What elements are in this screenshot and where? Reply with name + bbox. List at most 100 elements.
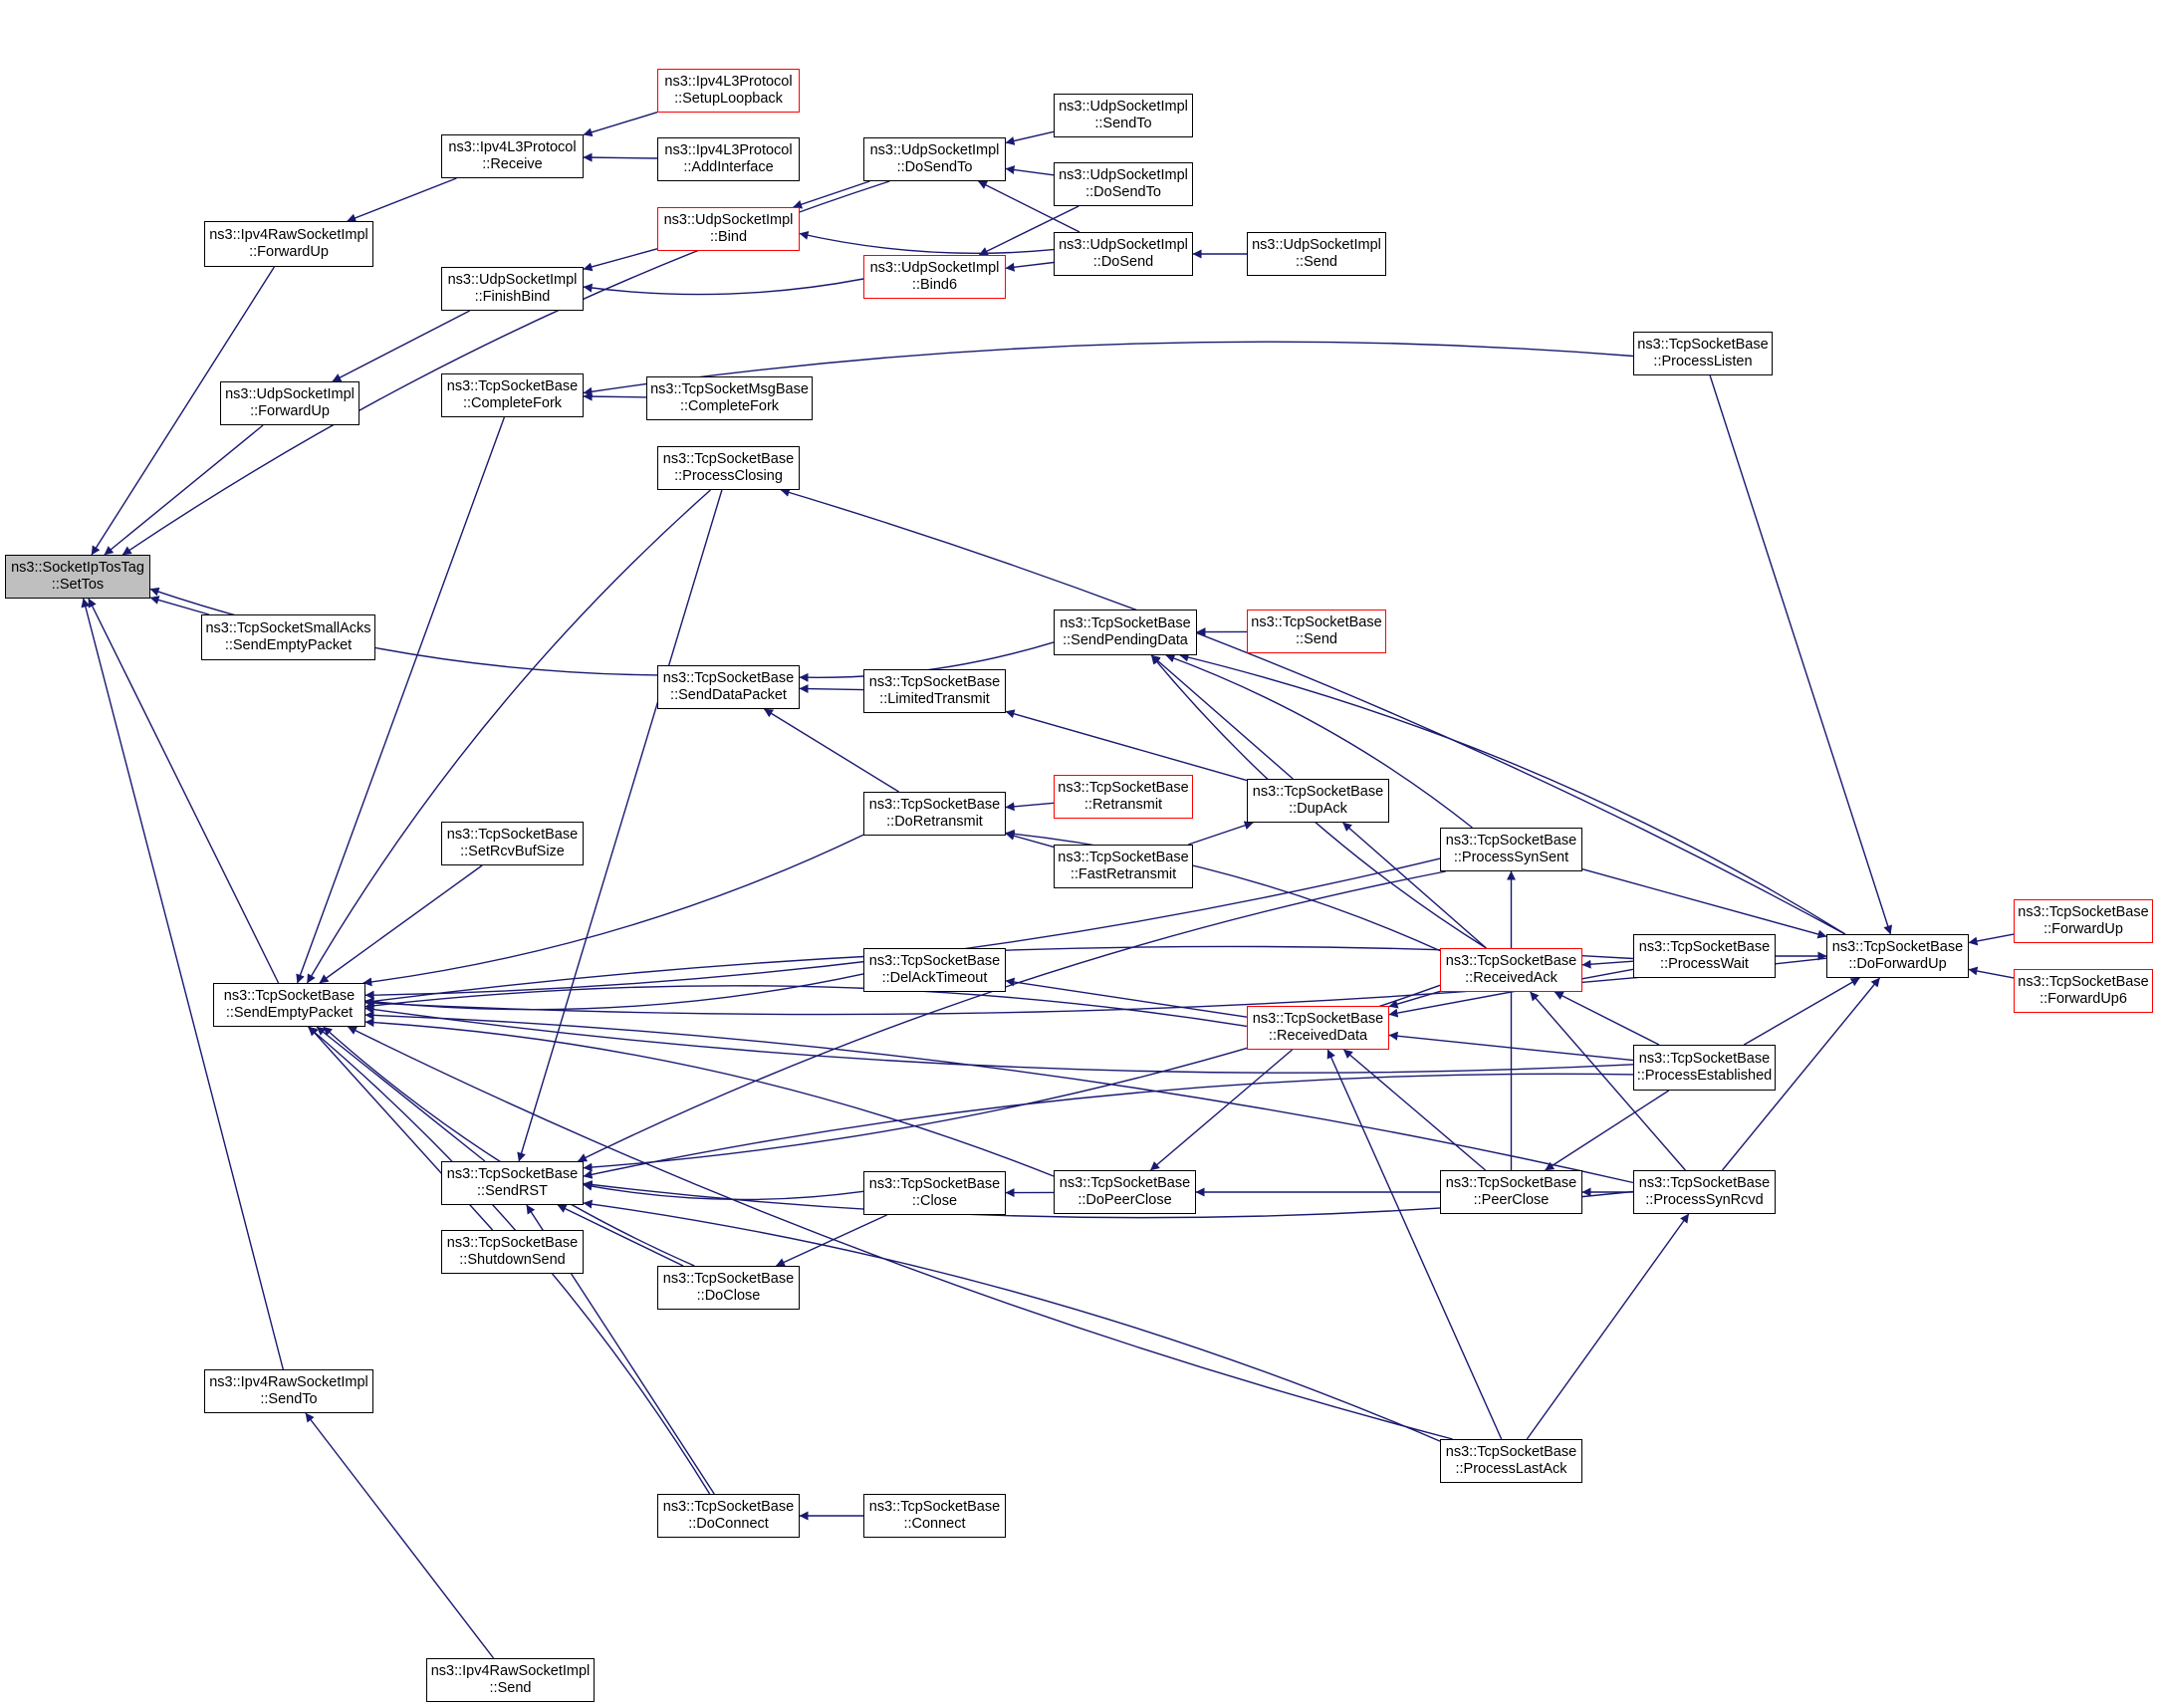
edge-dofwd-to-sep bbox=[364, 957, 1827, 1016]
node-connect[interactable]: ns3::TcpSocketBase::Connect bbox=[863, 1494, 1006, 1538]
edge-rack-to-rdata bbox=[1388, 990, 1441, 1009]
edge-tcp_fwd6-to-dofwd bbox=[1968, 966, 2015, 979]
node-raw-send[interactable]: ns3::Ipv4RawSocketImpl::Send bbox=[426, 1658, 595, 1702]
node-class-label: ns3::TcpSocketBase bbox=[868, 674, 1001, 690]
node-doretx[interactable]: ns3::TcpSocketBase::DoRetransmit bbox=[863, 792, 1006, 836]
node-doclose[interactable]: ns3::TcpSocketBase::DoClose bbox=[657, 1266, 800, 1310]
node-class-label: ns3::Ipv4RawSocketImpl bbox=[209, 1374, 368, 1390]
node-listen[interactable]: ns3::TcpSocketBase::ProcessListen bbox=[1633, 332, 1773, 375]
node-udp-fbind[interactable]: ns3::UdpSocketImpl::FinishBind bbox=[441, 267, 584, 311]
node-raw-sendto[interactable]: ns3::Ipv4RawSocketImpl::SendTo bbox=[204, 1369, 373, 1413]
node-method-label: ::SetRcvBufSize bbox=[460, 844, 565, 859]
node-estab[interactable]: ns3::TcpSocketBase::ProcessEstablished bbox=[1633, 1045, 1776, 1091]
node-class-label: ns3::UdpSocketImpl bbox=[225, 386, 355, 402]
node-l3-recv[interactable]: ns3::Ipv4L3Protocol::Receive bbox=[441, 134, 584, 178]
node-class-label: ns3::TcpSocketBase bbox=[1059, 1175, 1191, 1191]
edge-lastack-to-synrcvd bbox=[1526, 1213, 1690, 1440]
node-rcvbuf[interactable]: ns3::TcpSocketBase::SetRcvBufSize bbox=[441, 822, 584, 865]
node-dofwd[interactable]: ns3::TcpSocketBase::DoForwardUp bbox=[1826, 934, 1969, 978]
node-senddata[interactable]: ns3::TcpSocketBase::SendDataPacket bbox=[657, 665, 800, 709]
edge-pclosing-to-sep bbox=[306, 489, 711, 984]
node-class-label: ns3::SocketIpTosTag bbox=[11, 560, 144, 576]
node-method-label: ::ProcessEstablished bbox=[1636, 1068, 1773, 1084]
node-udp-bind6[interactable]: ns3::UdpSocketImpl::Bind6 bbox=[863, 255, 1006, 299]
node-l3-addif[interactable]: ns3::Ipv4L3Protocol::AddInterface bbox=[657, 137, 800, 181]
edge-udp_sendto-to-udp_dosendto bbox=[1005, 130, 1055, 145]
node-dopeer[interactable]: ns3::TcpSocketBase::DoPeerClose bbox=[1054, 1170, 1196, 1214]
node-method-label: ::ReceivedAck bbox=[1465, 970, 1558, 986]
node-class-label: ns3::TcpSocketBase bbox=[1638, 1051, 1771, 1067]
node-doconnect[interactable]: ns3::TcpSocketBase::DoConnect bbox=[657, 1494, 800, 1538]
edge-synrcvd-to-dofwd bbox=[1721, 977, 1881, 1171]
node-class-label: ns3::TcpSocketBase bbox=[446, 378, 579, 394]
node-udp-fwd[interactable]: ns3::UdpSocketImpl::ForwardUp bbox=[220, 381, 360, 425]
node-msg-cf[interactable]: ns3::TcpSocketMsgBase::CompleteFork bbox=[646, 376, 813, 420]
edge-listen-to-dofwd bbox=[1709, 374, 1893, 935]
edge-udp_dosendto2-to-udp_bind6 bbox=[978, 205, 1080, 256]
node-method-label: ::ForwardUp bbox=[249, 244, 329, 260]
node-retx[interactable]: ns3::TcpSocketBase::Retransmit bbox=[1054, 775, 1193, 819]
node-pclosing[interactable]: ns3::TcpSocketBase::ProcessClosing bbox=[657, 446, 800, 490]
edge-udp_fwd-to-settos bbox=[104, 424, 264, 556]
edge-retx-to-doretx bbox=[1005, 802, 1055, 812]
node-tcp-send[interactable]: ns3::TcpSocketBase::Send bbox=[1247, 610, 1386, 653]
node-class-label: ns3::TcpSocketBase bbox=[868, 1176, 1001, 1192]
edge-dupack-to-spd bbox=[1150, 654, 1294, 780]
node-dupack[interactable]: ns3::TcpSocketBase::DupAck bbox=[1247, 779, 1389, 823]
edge-lastack-to-sep bbox=[347, 1026, 1453, 1440]
node-completefork[interactable]: ns3::TcpSocketBase::CompleteFork bbox=[441, 373, 584, 417]
node-rack[interactable]: ns3::TcpSocketBase::ReceivedAck bbox=[1440, 948, 1582, 992]
node-close[interactable]: ns3::TcpSocketBase::Close bbox=[863, 1171, 1006, 1215]
node-lastack[interactable]: ns3::TcpSocketBase::ProcessLastAck bbox=[1440, 1439, 1582, 1483]
node-class-label: ns3::Ipv4L3Protocol bbox=[448, 139, 577, 155]
node-fretx[interactable]: ns3::TcpSocketBase::FastRetransmit bbox=[1054, 845, 1193, 888]
node-class-label: ns3::TcpSocketBase bbox=[1445, 833, 1577, 849]
node-ltx[interactable]: ns3::TcpSocketBase::LimitedTransmit bbox=[863, 669, 1006, 713]
node-method-label: ::Connect bbox=[903, 1516, 966, 1532]
node-method-label: ::DoConnect bbox=[688, 1516, 769, 1532]
node-spd[interactable]: ns3::TcpSocketBase::SendPendingData bbox=[1054, 610, 1197, 655]
node-raw-fwd[interactable]: ns3::Ipv4RawSocketImpl::ForwardUp bbox=[204, 221, 373, 267]
node-method-label: ::FastRetransmit bbox=[1070, 866, 1177, 882]
node-method-label: ::ProcessListen bbox=[1653, 354, 1753, 369]
node-udp-dosendto2[interactable]: ns3::UdpSocketImpl::DoSendTo bbox=[1054, 162, 1193, 206]
node-synrcvd[interactable]: ns3::TcpSocketBase::ProcessSynRcvd bbox=[1633, 1170, 1776, 1214]
node-udp-dosendto[interactable]: ns3::UdpSocketImpl::DoSendTo bbox=[863, 137, 1006, 181]
edge-estab-to-peerclose bbox=[1545, 1090, 1670, 1171]
node-sep[interactable]: ns3::TcpSocketBase::SendEmptyPacket bbox=[213, 983, 365, 1027]
edge-fretx-to-dupack bbox=[1187, 821, 1254, 846]
node-peerclose[interactable]: ns3::TcpSocketBase::PeerClose bbox=[1440, 1170, 1582, 1214]
node-method-label: ::SendRST bbox=[477, 1183, 548, 1199]
node-shutdown[interactable]: ns3::TcpSocketBase::ShutdownSend bbox=[441, 1230, 584, 1274]
node-class-label: ns3::TcpSocketBase bbox=[1638, 1175, 1771, 1191]
node-l3-loop[interactable]: ns3::Ipv4L3Protocol::SetupLoopback bbox=[657, 69, 800, 113]
node-class-label: ns3::UdpSocketImpl bbox=[1059, 167, 1188, 183]
node-rdata[interactable]: ns3::TcpSocketBase::ReceivedData bbox=[1247, 1006, 1389, 1050]
node-small-sep[interactable]: ns3::TcpSocketSmallAcks::SendEmptyPacket bbox=[201, 614, 375, 660]
edge-dopeer-to-sep bbox=[364, 1018, 1055, 1177]
node-udp-send[interactable]: ns3::UdpSocketImpl::Send bbox=[1247, 232, 1386, 276]
node-delack[interactable]: ns3::TcpSocketBase::DelAckTimeout bbox=[863, 948, 1006, 992]
edge-sep-to-settos bbox=[88, 598, 280, 984]
node-method-label: ::CompleteFork bbox=[462, 395, 563, 411]
node-method-label: ::ForwardUp bbox=[250, 403, 330, 419]
edge-udp_bind-to-udp_fbind bbox=[583, 248, 658, 272]
node-method-label: ::DoForwardUp bbox=[1848, 956, 1947, 972]
node-udp-sendto[interactable]: ns3::UdpSocketImpl::SendTo bbox=[1054, 94, 1193, 137]
node-synsent[interactable]: ns3::TcpSocketBase::ProcessSynSent bbox=[1440, 828, 1582, 871]
node-method-label: ::LimitedTransmit bbox=[879, 691, 990, 707]
node-class-label: ns3::Ipv4RawSocketImpl bbox=[209, 227, 368, 243]
edge-peerclose-to-rdata bbox=[1342, 1049, 1487, 1171]
node-tcp-fwd[interactable]: ns3::TcpSocketBase::ForwardUp bbox=[2014, 899, 2153, 943]
node-tcp-fwd6[interactable]: ns3::TcpSocketBase::ForwardUp6 bbox=[2014, 969, 2153, 1013]
node-udp-bind[interactable]: ns3::UdpSocketImpl::Bind bbox=[657, 207, 800, 251]
node-class-label: ns3::TcpSocketBase bbox=[1831, 939, 1964, 955]
node-sendrst[interactable]: ns3::TcpSocketBase::SendRST bbox=[441, 1161, 584, 1205]
node-class-label: ns3::TcpSocketBase bbox=[1060, 615, 1191, 631]
node-method-label: ::DelAckTimeout bbox=[881, 970, 988, 986]
node-udp-dosend[interactable]: ns3::UdpSocketImpl::DoSend bbox=[1054, 232, 1193, 276]
edge-doclose-to-sep bbox=[323, 1026, 695, 1267]
node-class-label: ns3::TcpSocketSmallAcks bbox=[205, 620, 371, 636]
node-pwait[interactable]: ns3::TcpSocketBase::ProcessWait bbox=[1633, 934, 1776, 978]
node-method-label: ::DupAck bbox=[1289, 801, 1347, 817]
